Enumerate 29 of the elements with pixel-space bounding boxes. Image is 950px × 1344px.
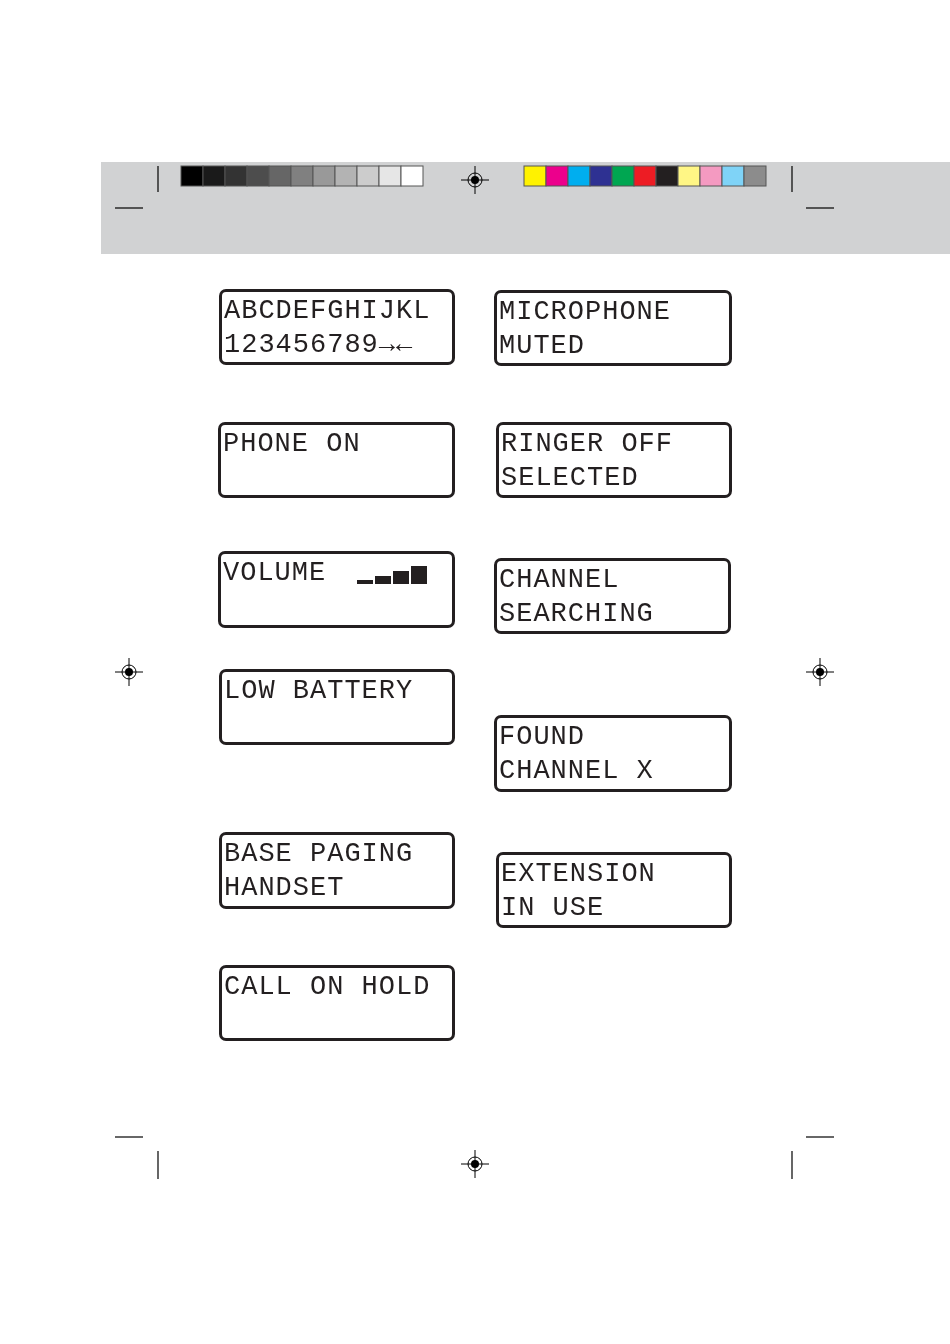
display-text: CALL ON HOLD — [224, 971, 431, 1004]
lcd-display — [219, 289, 455, 365]
lcd-display — [219, 965, 455, 1041]
lcd-display — [494, 558, 731, 634]
lcd-display — [218, 422, 455, 498]
display-text: LOW BATTERY — [224, 675, 414, 708]
display-text: RINGER OFF — [501, 428, 674, 461]
lcd-display — [494, 290, 732, 366]
display-text: IN USE — [501, 892, 605, 925]
lcd-display — [219, 832, 455, 909]
lcd-display — [496, 852, 732, 928]
display-text: FOUND — [499, 721, 585, 754]
display-text: MUTED — [499, 330, 585, 363]
display-text: EXTENSION — [501, 858, 656, 891]
display-text: CHANNEL X — [499, 755, 654, 788]
display-text: MICROPHONE — [499, 296, 672, 329]
lcd-display — [219, 669, 455, 745]
display-text: BASE PAGING — [224, 838, 414, 871]
lcd-display — [494, 715, 732, 792]
lcd-display — [218, 551, 455, 628]
lcd-display — [496, 422, 732, 498]
display-text: VOLUME — [223, 557, 327, 590]
display-text: SELECTED — [501, 462, 639, 495]
display-text: CHANNEL — [499, 564, 620, 597]
display-text: PHONE ON — [223, 428, 361, 461]
display-text: ABCDEFGHIJKL — [224, 295, 431, 328]
display-text: SEARCHING — [499, 598, 654, 631]
display-text: 123456789→← — [224, 329, 414, 362]
display-text: HANDSET — [224, 872, 345, 905]
